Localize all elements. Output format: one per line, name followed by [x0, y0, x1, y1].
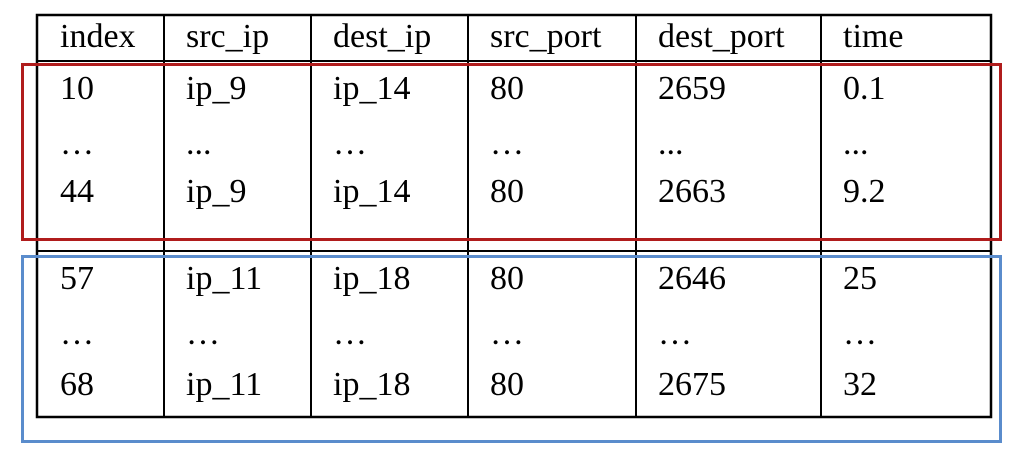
table-cell: … [186, 315, 220, 352]
table-cell: 2675 [658, 366, 726, 403]
column-header-src-port: src_port [490, 18, 602, 55]
table-cell: 57 [60, 260, 94, 297]
table-cell: ip_11 [186, 260, 263, 297]
table-cell: 10 [60, 70, 94, 107]
table-cell: 2659 [658, 70, 726, 107]
table-cell: … [490, 315, 524, 352]
table-cell: 44 [60, 173, 94, 210]
table-border [35, 13, 993, 419]
table-cell: ip_14 [333, 173, 411, 210]
table-cell: … [333, 315, 367, 352]
column-header-time: time [843, 18, 904, 55]
table-cell: … [490, 125, 524, 162]
table-cell: ip_11 [186, 366, 263, 403]
table-cell: 80 [490, 173, 524, 210]
table-cell: … [843, 315, 877, 352]
table-cell: 80 [490, 260, 524, 297]
table-cell: … [658, 315, 692, 352]
table-cell: ip_14 [333, 70, 411, 107]
table-cell: 80 [490, 70, 524, 107]
column-header-src-ip: src_ip [186, 18, 270, 55]
table-cell: … [60, 315, 94, 352]
table-cell: ip_18 [333, 260, 411, 297]
table-cell: ... [186, 125, 212, 162]
table-cell: 0.1 [843, 70, 886, 107]
table-cell: 9.2 [843, 173, 886, 210]
table-cell: ip_9 [186, 70, 247, 107]
highlight-box-group-two [21, 255, 1002, 443]
column-header-dest-ip: dest_ip [333, 18, 432, 55]
table-cell: 68 [60, 366, 94, 403]
column-header-dest-port: dest_port [658, 18, 785, 55]
table-cell: 2646 [658, 260, 726, 297]
highlight-box-group-one [21, 63, 1002, 241]
table-cell: 80 [490, 366, 524, 403]
table-cell: … [333, 125, 367, 162]
column-header-index: index [60, 18, 136, 55]
table-cell: ip_9 [186, 173, 247, 210]
table-cell: 25 [843, 260, 877, 297]
table-cell: ... [843, 125, 869, 162]
table-cell: 2663 [658, 173, 726, 210]
table-cell: … [60, 125, 94, 162]
table-cell: ... [658, 125, 684, 162]
table-cell: 32 [843, 366, 877, 403]
table-cell: ip_18 [333, 366, 411, 403]
